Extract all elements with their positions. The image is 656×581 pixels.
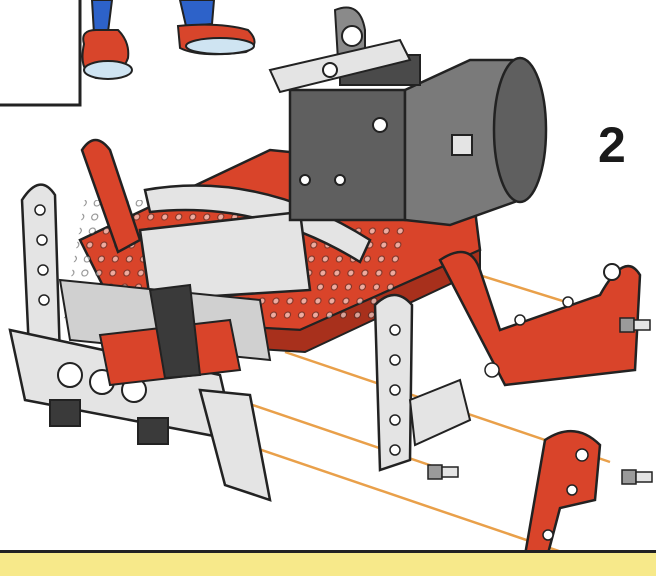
bottom-banner	[0, 550, 656, 576]
character-panel	[0, 0, 80, 105]
red-small-bracket	[525, 431, 600, 565]
motor-block	[270, 8, 546, 226]
robot-chassis-assembly	[10, 8, 640, 566]
hex-bolt-icon	[620, 318, 650, 332]
hex-bolt-icon	[622, 470, 652, 484]
silver-loose-strip	[375, 295, 412, 470]
step-number: 2	[598, 120, 626, 170]
hex-bolt-icon	[428, 465, 458, 479]
cartoon-legs-icon	[83, 0, 255, 79]
